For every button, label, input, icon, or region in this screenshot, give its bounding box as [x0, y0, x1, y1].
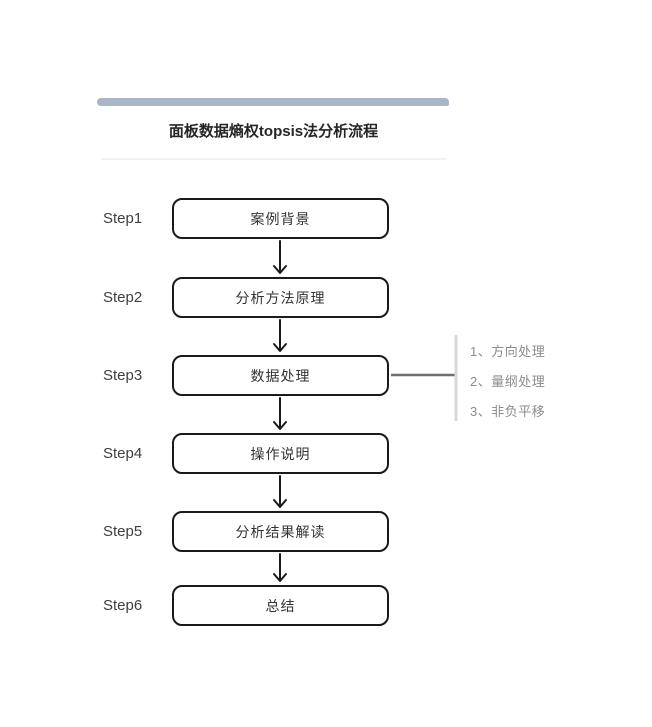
step3-note-nonnegative: 3、非负平移	[470, 404, 546, 419]
flow-node-method-principle: 分析方法原理	[172, 277, 389, 318]
flow-node-text: 分析结果解读	[235, 523, 326, 540]
step-label-3: Step3	[103, 367, 143, 384]
step3-note-direction: 1、方向处理	[470, 344, 546, 359]
title-separator	[101, 158, 447, 160]
flow-node-data-processing: 数据处理	[172, 355, 389, 396]
flow-node-text: 案例背景	[250, 210, 311, 227]
arrow-step4-step5	[273, 475, 287, 508]
flow-node-text: 操作说明	[250, 445, 311, 462]
flow-node-case-background: 案例背景	[172, 198, 389, 239]
flow-node-text: 分析方法原理	[235, 289, 326, 306]
step-label-1: Step1	[103, 210, 143, 227]
arrow-step2-step3	[273, 319, 287, 352]
flow-node-result-interpretation: 分析结果解读	[172, 511, 389, 552]
step-label-4: Step4	[103, 445, 143, 462]
step3-note-dimension: 2、量纲处理	[470, 374, 546, 389]
arrow-step3-step4	[273, 397, 287, 430]
flow-node-summary: 总结	[172, 585, 389, 626]
flow-node-text: 总结	[265, 597, 296, 614]
header-accent-bar	[97, 98, 449, 106]
step-label-6: Step6	[103, 597, 143, 614]
flow-node-operation-guide: 操作说明	[172, 433, 389, 474]
flow-node-text: 数据处理	[250, 367, 311, 384]
arrow-step5-step6	[273, 553, 287, 582]
step-label-2: Step2	[103, 289, 143, 306]
step-label-5: Step5	[103, 523, 143, 540]
diagram-title: 面板数据熵权topsis法分析流程	[168, 123, 379, 140]
arrow-step1-step2	[273, 240, 287, 274]
